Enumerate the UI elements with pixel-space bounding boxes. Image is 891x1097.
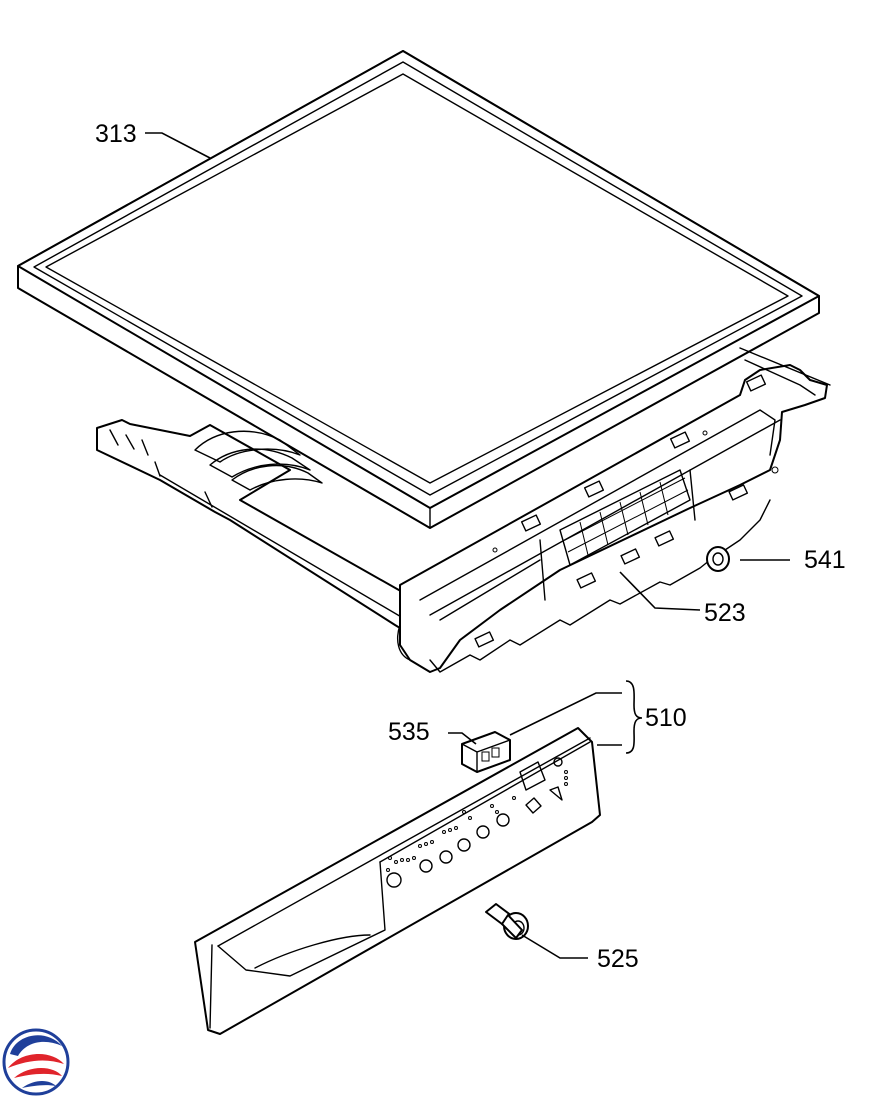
- label-313: 313: [95, 120, 137, 148]
- label-535: 535: [388, 718, 430, 746]
- part-541-cap: [706, 546, 730, 572]
- part-313-worktop: [17, 50, 820, 529]
- part-525-knob: [485, 903, 529, 940]
- vent-grid: [559, 469, 691, 566]
- label-541: 541: [804, 546, 846, 574]
- label-525: 525: [597, 945, 639, 973]
- label-523: 523: [704, 599, 746, 627]
- part-510-control-panel: [194, 727, 601, 1035]
- part-523-frame: [96, 347, 831, 673]
- leader-lines: [145, 132, 790, 959]
- swirl-logo-icon: [2, 1028, 70, 1096]
- label-510: 510: [645, 704, 687, 732]
